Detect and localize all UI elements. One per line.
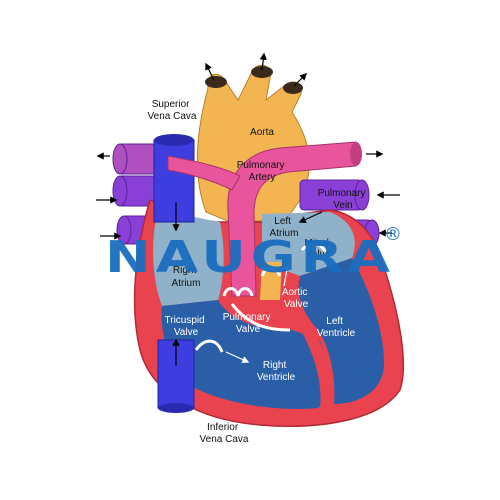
label-pulmonary-artery: Pulmonary Artery: [237, 160, 288, 183]
registered-mark: ®: [384, 224, 402, 245]
watermark-text: NAUGRA: [105, 232, 395, 283]
label-aortic-valve: Aortic Valve: [282, 287, 310, 310]
label-right-atrium: Right Atrium: [172, 265, 201, 289]
label-tricuspid-valve: Tricuspid Valve: [165, 315, 208, 338]
aorta-branch-opening: [205, 76, 227, 88]
septum: [285, 296, 333, 409]
internal-arrows: [225, 262, 291, 363]
pulmonary-artery-branch: [167, 155, 241, 191]
label-superior-vena-cava: Superior Vena Cava: [148, 99, 197, 122]
watermark: NAUGRA ®: [105, 224, 402, 283]
left-ventricle: [298, 258, 384, 404]
right-atrium: [153, 210, 224, 306]
label-inferior-vena-cava: Inferior Vena Cava: [200, 422, 249, 445]
label-left-ventricle: Left Ventricle: [317, 316, 356, 339]
label-pulmonary-vein: Pulmonary Vein: [318, 188, 369, 211]
aorta-branch-opening: [283, 82, 303, 94]
label-pulmonary-valve: Pulmonary Valve: [223, 312, 274, 335]
valve-outlines: [194, 242, 328, 353]
label-mitral-valve: Mitral Valve: [304, 238, 331, 260]
label-left-atrium: Left Atrium: [270, 216, 299, 239]
right-ventricle: [161, 300, 329, 409]
label-right-ventricle: Right Ventricle: [257, 360, 296, 383]
flow-arrows: [96, 52, 400, 366]
superior-vena-cava: [153, 139, 195, 223]
aorta-branch-opening: [251, 66, 273, 78]
label-aorta: Aorta: [250, 127, 274, 138]
